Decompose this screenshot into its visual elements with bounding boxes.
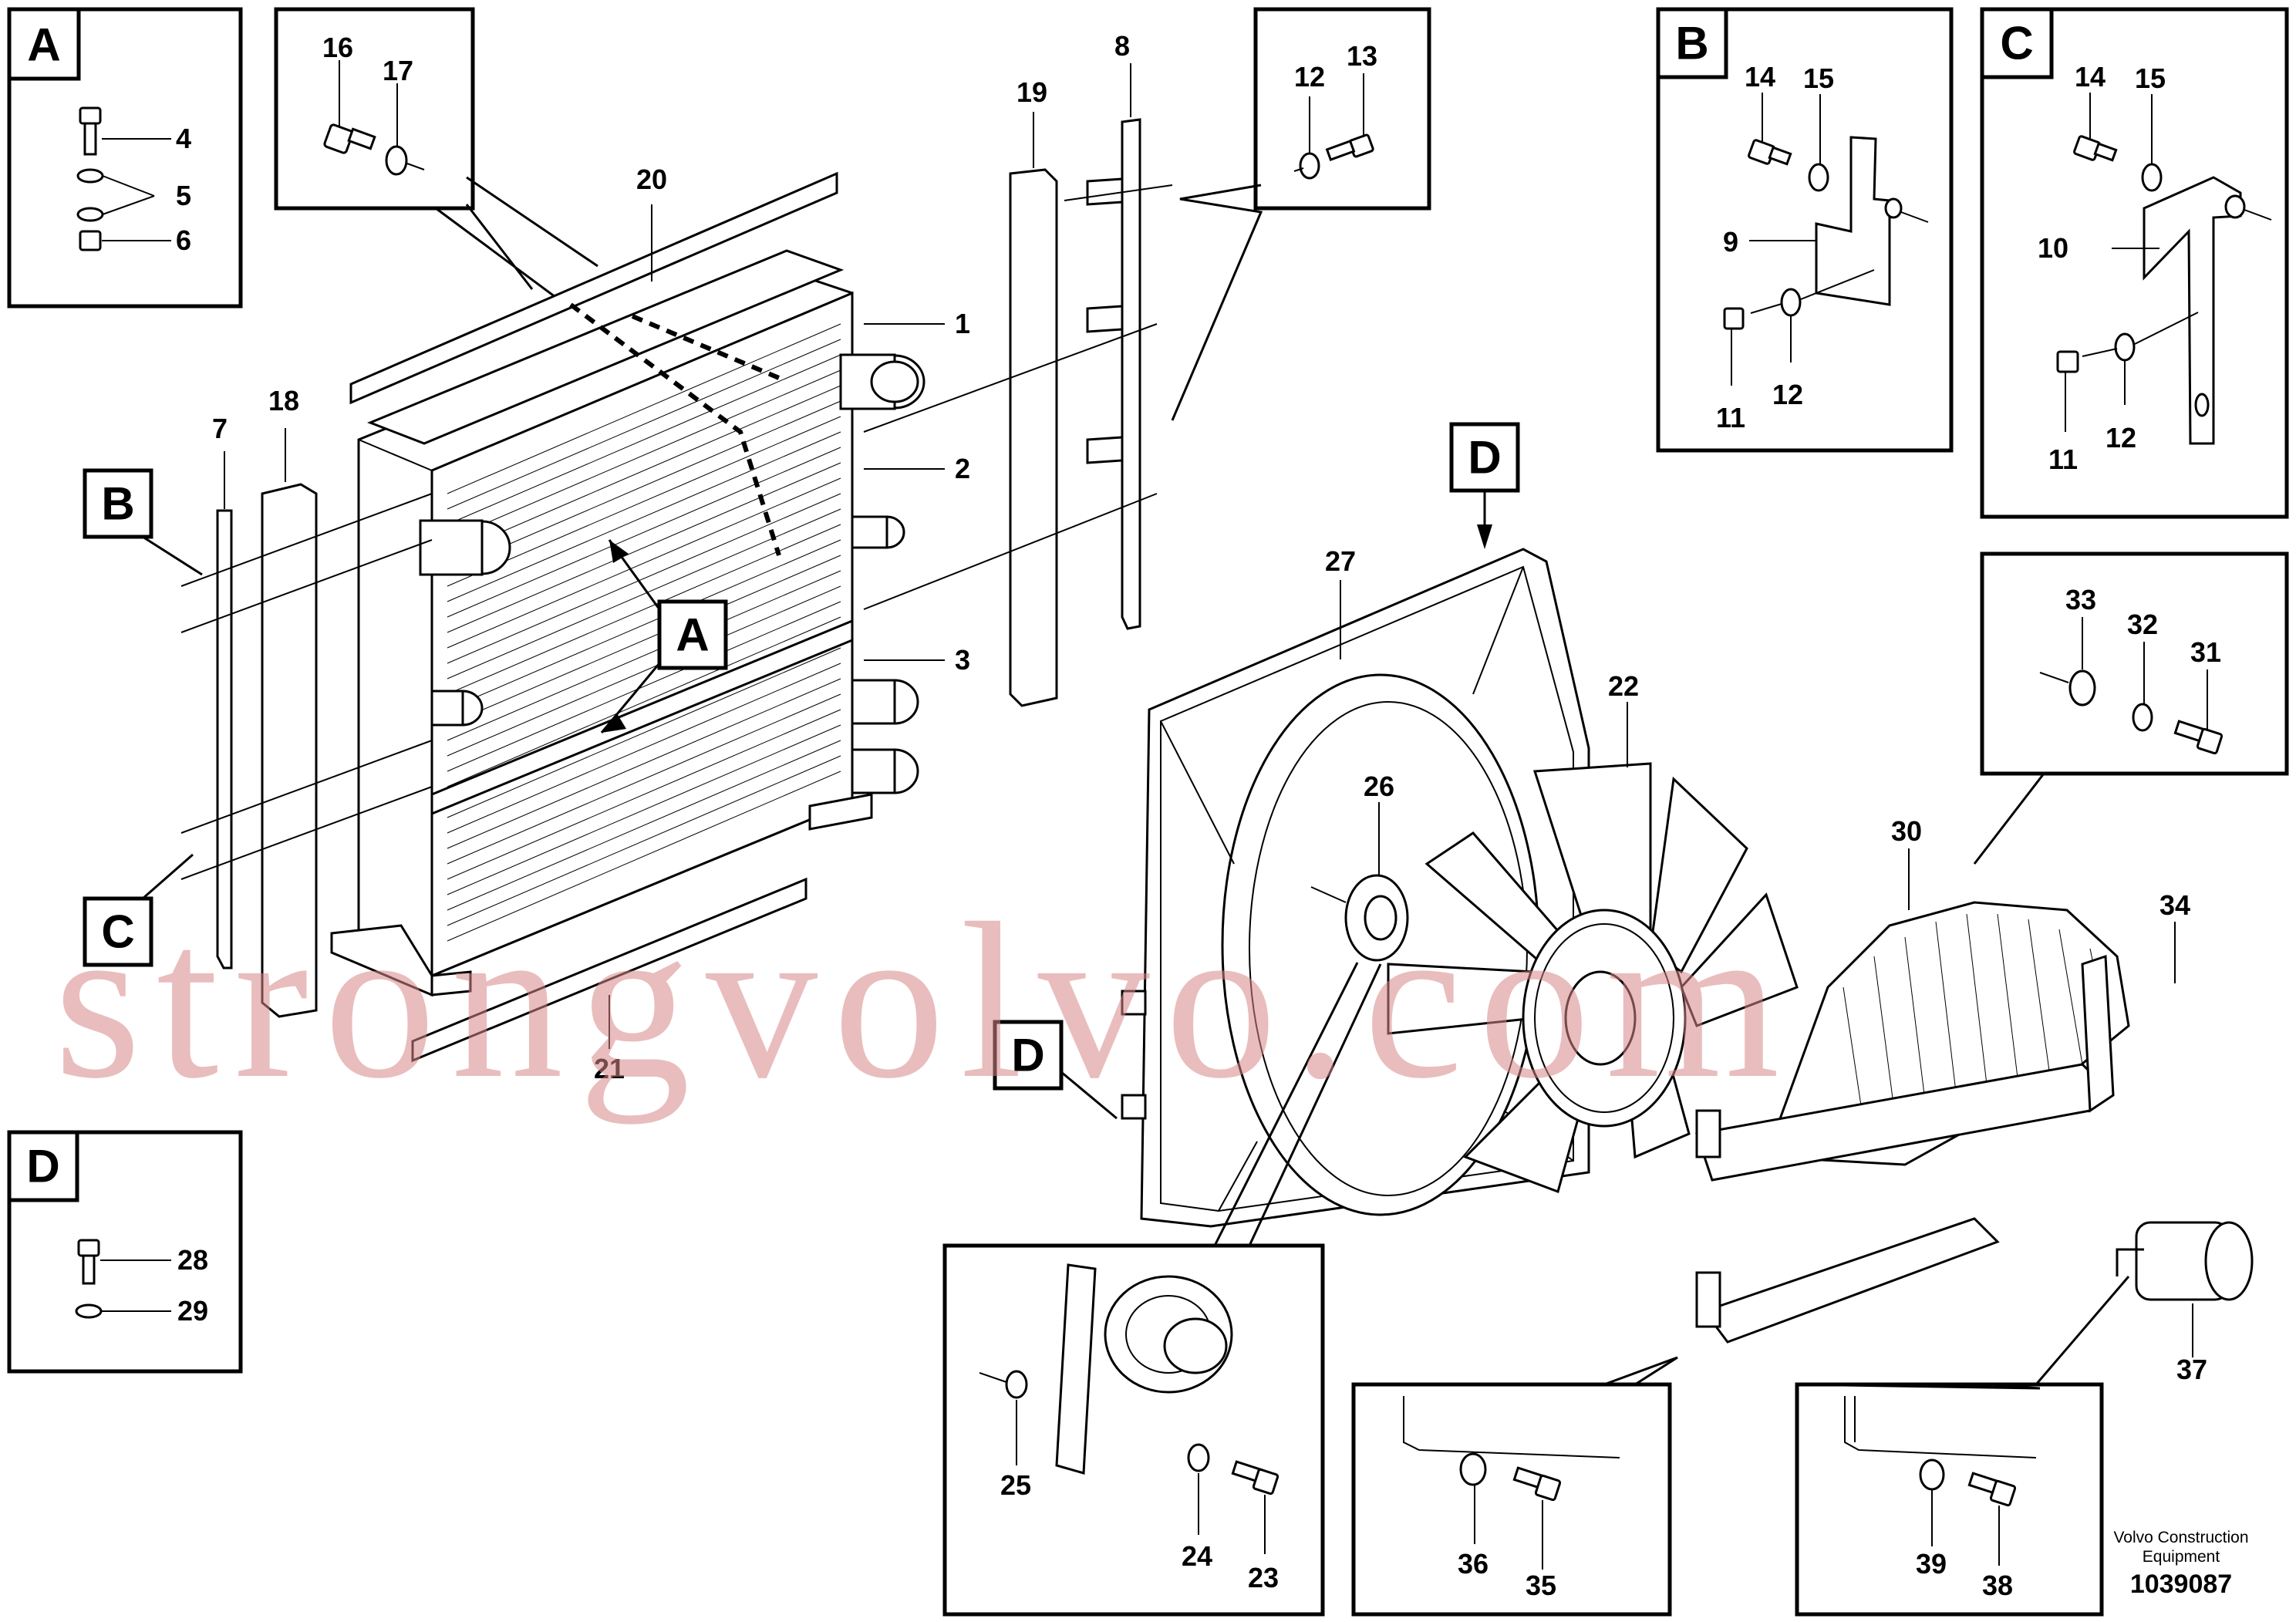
callout-34: 34 xyxy=(2159,889,2190,921)
callout-18: 18 xyxy=(268,385,299,416)
seal-strip-19 xyxy=(1009,112,1058,707)
footer-company-line2: Equipment xyxy=(2143,1548,2220,1566)
radiator-assembly xyxy=(330,171,925,1063)
callout-5: 5 xyxy=(176,180,191,211)
drawing-number: 1039087 xyxy=(2130,1570,2232,1599)
inset-bolt-12-13: 12 13 xyxy=(1171,7,1431,421)
inset-bolt-31-33: 33 32 31 xyxy=(1973,551,2289,865)
callout-3: 3 xyxy=(955,644,970,676)
svg-text:B: B xyxy=(101,478,134,530)
callout-4: 4 xyxy=(176,123,191,154)
inset-c-letter: C xyxy=(2000,18,2033,69)
callout-12-c: 12 xyxy=(2106,422,2136,454)
callout-37: 37 xyxy=(2176,1354,2207,1385)
callout-21: 21 xyxy=(594,1053,625,1084)
callout-8: 8 xyxy=(1114,30,1130,62)
svg-text:D: D xyxy=(1011,1030,1044,1081)
callout-30: 30 xyxy=(1891,815,1922,847)
inset-bolt-16-17: 16 17 xyxy=(274,7,598,298)
washer-5 xyxy=(76,168,104,222)
callout-35: 35 xyxy=(1526,1570,1556,1601)
callout-11-c: 11 xyxy=(2048,443,2078,475)
inset-bolt-38-39: 39 38 xyxy=(1795,1276,2130,1617)
inset-d-letter: D xyxy=(26,1141,59,1192)
callout-2: 2 xyxy=(955,453,970,484)
fan-22: 22 xyxy=(1387,670,1799,1193)
callout-9: 9 xyxy=(1723,226,1738,258)
inset-bolt-35-36: 36 35 xyxy=(1351,1356,1678,1617)
seal-strip-18 xyxy=(261,428,318,1018)
callout-11-b: 11 xyxy=(1716,402,1745,433)
callout-15-b: 15 xyxy=(1803,62,1834,94)
callout-31: 31 xyxy=(2190,636,2221,668)
callout-32: 32 xyxy=(2127,609,2158,640)
callout-12-top: 12 xyxy=(1294,61,1325,93)
callout-10: 10 xyxy=(2038,232,2068,264)
fan-hub-26: 26 xyxy=(1310,771,1409,962)
hydraulic-motor-37: 37 xyxy=(2116,1221,2254,1385)
inset-hub-23-25: 25 24 23 xyxy=(942,962,1382,1617)
callout-28: 28 xyxy=(177,1244,208,1276)
inset-b: B 14 15 9 11 12 xyxy=(1656,7,1954,453)
callout-6: 6 xyxy=(176,224,191,256)
callout-36: 36 xyxy=(1458,1548,1489,1580)
ref-d-top: D xyxy=(1449,422,1520,549)
ref-a: A xyxy=(600,539,728,733)
svg-text:D: D xyxy=(1468,432,1501,484)
callout-24: 24 xyxy=(1182,1540,1212,1572)
callout-23: 23 xyxy=(1248,1562,1279,1593)
callout-15-c: 15 xyxy=(2135,62,2166,94)
callout-16: 16 xyxy=(322,32,353,63)
callout-14-b: 14 xyxy=(1745,61,1775,93)
svg-text:C: C xyxy=(101,906,134,958)
footer-block: Volvo Construction Equipment 1039087 xyxy=(2113,1529,2248,1599)
callout-20: 20 xyxy=(636,164,667,195)
radiator-callouts: 1 2 3 7 8 18 19 20 21 xyxy=(212,30,1130,1084)
ref-d-bottom: D xyxy=(993,1020,1118,1120)
callout-26: 26 xyxy=(1364,771,1394,802)
watermark: strongvolvo.com xyxy=(54,877,1795,1125)
callout-14-c: 14 xyxy=(2075,61,2106,93)
callout-25: 25 xyxy=(1000,1469,1031,1501)
callout-12-b: 12 xyxy=(1772,379,1803,410)
inset-d: D 28 29 xyxy=(7,1130,243,1374)
callout-13: 13 xyxy=(1347,40,1377,72)
ref-c: C xyxy=(83,853,194,967)
bolt-4 xyxy=(79,106,102,156)
callout-27: 27 xyxy=(1325,545,1356,577)
svg-text:A: A xyxy=(676,609,709,661)
callout-38: 38 xyxy=(1982,1570,2013,1601)
callout-33: 33 xyxy=(2065,584,2096,615)
callout-29: 29 xyxy=(177,1295,208,1327)
inset-b-letter: B xyxy=(1675,18,1708,69)
callout-17: 17 xyxy=(383,55,413,86)
callout-22: 22 xyxy=(1608,670,1639,702)
inset-a-letter: A xyxy=(27,19,60,71)
bracket-34: 34 xyxy=(1695,889,2190,1344)
inset-c: C 14 15 10 11 12 xyxy=(1980,7,2289,519)
nut-6 xyxy=(79,230,102,251)
callout-19: 19 xyxy=(1017,76,1047,108)
callout-39: 39 xyxy=(1916,1548,1947,1580)
inset-a: A 4 5 6 xyxy=(7,7,243,309)
radiator-pipes xyxy=(419,353,925,794)
seal-strip-7 xyxy=(216,451,233,969)
callout-1: 1 xyxy=(955,308,970,339)
ref-b: B xyxy=(83,468,203,576)
callout-7: 7 xyxy=(212,413,228,444)
footer-company-line1: Volvo Construction xyxy=(2113,1529,2248,1546)
